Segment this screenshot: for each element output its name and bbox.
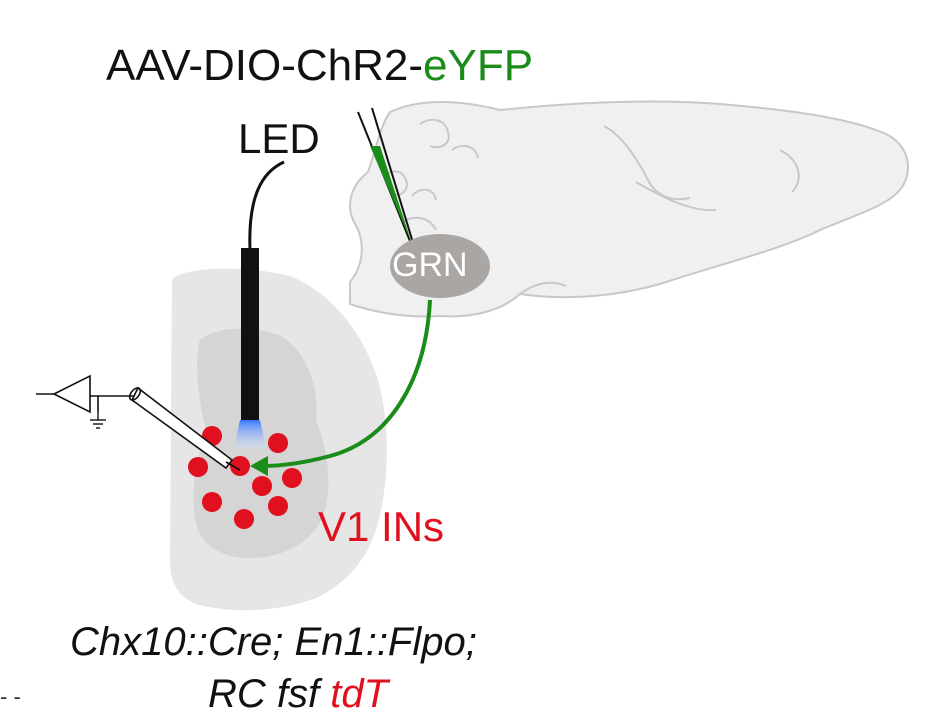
genotype-line-2: RC fsf tdT bbox=[208, 674, 388, 714]
ground-icon bbox=[90, 412, 106, 429]
projection-arrow-icon bbox=[261, 299, 432, 468]
genotype-reporter: tdT bbox=[330, 672, 389, 716]
genotype-line-2-prefix: RC fsf bbox=[208, 672, 331, 716]
neuron-dots-icon bbox=[188, 426, 302, 529]
neuron-dot bbox=[282, 468, 302, 488]
led-light-icon bbox=[234, 420, 266, 448]
neuron-dot bbox=[268, 496, 288, 516]
arrowhead-icon bbox=[250, 456, 268, 476]
grn-label: GRN bbox=[392, 246, 468, 284]
neuron-dot bbox=[268, 433, 288, 453]
amplifier-icon bbox=[36, 374, 99, 414]
led-label: LED bbox=[238, 115, 320, 162]
recording-electrode-icon bbox=[90, 386, 241, 471]
neuron-dot bbox=[188, 457, 208, 477]
neuron-dot bbox=[202, 492, 222, 512]
led-cable bbox=[248, 160, 285, 251]
vector-title-prefix: AAV-DIO-ChR2- bbox=[106, 41, 424, 90]
led-fiber-icon bbox=[241, 248, 259, 422]
vector-title-reporter: eYFP bbox=[423, 41, 534, 90]
v1-ins-label: V1 INs bbox=[318, 503, 445, 550]
corner-dash: - - bbox=[0, 684, 21, 709]
neuron-dot bbox=[252, 476, 272, 496]
injection-pipette-icon bbox=[357, 107, 415, 247]
neuron-dot bbox=[234, 509, 254, 529]
genotype-line-1: Chx10::Cre; En1::Flpo; bbox=[70, 620, 477, 664]
neuron-dot bbox=[230, 456, 250, 476]
grn-nucleus bbox=[390, 234, 490, 298]
vector-title: AAV-DIO-ChR2-eYFP bbox=[106, 44, 533, 88]
